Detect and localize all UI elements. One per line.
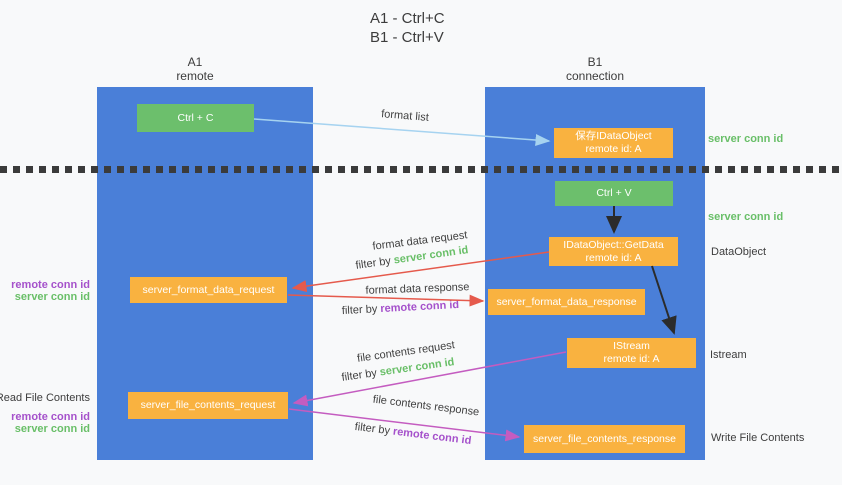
annotation-server-conn-id-mid: server conn id	[708, 211, 784, 223]
node-server-file-contents-request: server_file_contents_request	[128, 392, 288, 419]
filter-by-text: filter by	[354, 254, 395, 272]
node-istream: IStream remote id: A	[567, 338, 696, 368]
annotation-write-file-contents: Write File Contents	[711, 432, 805, 444]
edge-label-format-data-response: format data response	[365, 281, 470, 297]
lane-header-right: B1 connection	[485, 55, 705, 83]
lane-left-role: remote	[176, 69, 214, 83]
edge-label-format-data-response-filter: filter by remote conn id	[338, 299, 463, 318]
title-line-2: B1 - Ctrl+V	[370, 29, 444, 46]
lane-right-role: connection	[565, 69, 625, 83]
remote-conn-id-keyword: remote conn id	[380, 298, 460, 316]
annotation-format-conn-ids: remote conn id server conn id	[11, 279, 90, 303]
node-getdata-line2: remote id: A	[585, 251, 642, 264]
node-save-dataobject-line2: remote id: A	[585, 143, 642, 155]
filter-by-text: filter by	[340, 366, 381, 384]
node-server-format-data-response: server_format_data_response	[488, 289, 645, 315]
lane-header-left: A1 remote	[87, 55, 303, 83]
filter-by-text: filter by	[341, 303, 381, 318]
annotation-read-file-contents: Read File Contents	[0, 392, 90, 404]
remote-conn-id-keyword: remote conn id	[392, 425, 472, 448]
annotation-remote-conn-id: remote conn id	[11, 279, 90, 291]
annotation-server-conn-id: server conn id	[14, 423, 90, 435]
node-server-file-contents-response: server_file_contents_response	[524, 425, 685, 453]
node-istream-line1: IStream	[613, 340, 650, 352]
title-line-1: A1 - Ctrl+C	[370, 10, 445, 27]
annotation-istream: Istream	[710, 349, 747, 361]
node-ctrl-v-label: Ctrl + V	[596, 187, 632, 199]
page-title: A1 - Ctrl+C B1 - Ctrl+V	[370, 9, 445, 47]
filter-by-text: filter by	[354, 420, 394, 438]
annotation-file-conn-ids: remote conn id server conn id	[11, 411, 90, 435]
annotation-server-conn-id-top: server conn id	[708, 133, 784, 145]
node-save-dataobject-line1: 保存IDataObject	[575, 130, 652, 142]
dotted-divider	[0, 166, 842, 173]
annotation-dataobject: DataObject	[711, 246, 767, 258]
edge-label-format-list: format list	[380, 108, 430, 124]
node-istream-line2: remote id: A	[603, 353, 660, 365]
node-save-dataobject: 保存IDataObject remote id: A	[554, 128, 673, 158]
node-ctrl-c: Ctrl + C	[137, 104, 254, 132]
node-idataobject-getdata: IDataObject::GetData remote id: A	[549, 237, 678, 266]
edge-label-file-contents-response: file contents response	[372, 393, 480, 419]
node-file-request-label: server_file_contents_request	[140, 399, 276, 411]
node-file-response-label: server_file_contents_response	[532, 432, 676, 445]
node-format-response-label: server_format_data_response	[496, 295, 637, 308]
node-ctrl-v: Ctrl + V	[555, 181, 673, 206]
node-server-format-data-request: server_format_data_request	[130, 277, 287, 303]
node-format-request-label: server_format_data_request	[142, 283, 275, 296]
edge-label-file-contents-response-filter: filter by remote conn id	[348, 420, 478, 448]
node-ctrl-c-label: Ctrl + C	[177, 111, 214, 124]
node-getdata-line1: IDataObject::GetData	[563, 238, 664, 251]
lane-left-name: A1	[187, 55, 203, 69]
lane-right-name: B1	[587, 55, 603, 69]
annotation-server-conn-id: server conn id	[14, 291, 90, 303]
annotation-remote-conn-id: remote conn id	[11, 411, 90, 423]
